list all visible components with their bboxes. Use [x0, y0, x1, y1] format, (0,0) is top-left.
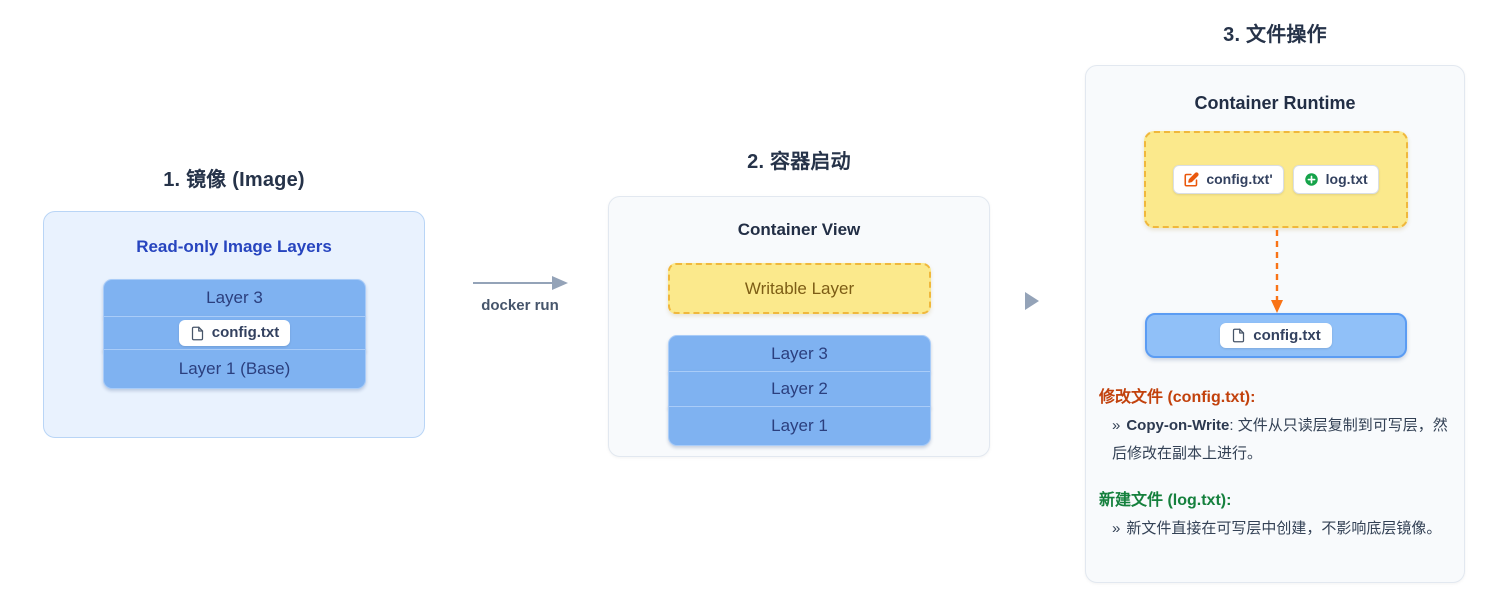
container-view-card: Container View Writable Layer Layer 3 La… [608, 196, 990, 457]
container-layer-3: Layer 3 [668, 335, 931, 372]
container-layer-2: Layer 2 [668, 370, 931, 408]
image-layer-2: config.txt [103, 315, 366, 351]
writable-layer-box: Writable Layer [668, 263, 931, 314]
create-body-text: 新文件直接在可写层中创建，不影响底层镜像。 [1126, 520, 1442, 537]
modify-marker: » [1112, 417, 1121, 434]
image-layer-3: Layer 3 [103, 279, 366, 317]
create-marker: » [1112, 520, 1121, 537]
base-config-file-label: config.txt [1253, 326, 1321, 344]
docker-run-label: docker run [481, 297, 559, 314]
panel-container-start-title: 2. 容器启动 [747, 151, 851, 173]
create-file-heading: 新建文件 (log.txt): [1099, 492, 1232, 509]
copy-on-write-arrow-icon [1271, 230, 1283, 313]
modify-body-text: : 文件从只读层复制到可写层，然后修改在副本上进行。 [1112, 417, 1448, 462]
base-config-layer-box: config.txt [1145, 313, 1407, 358]
modify-file-description: » Copy-on-Write: 文件从只读层复制到可写层，然后修改在副本上进行。 [1099, 412, 1448, 468]
config-file-badge: config.txt [178, 320, 291, 346]
document-icon [1233, 328, 1245, 343]
modified-file-badge: config.txt' [1173, 165, 1284, 194]
image-layers-card: Read-only Image Layers Layer 3 config.tx… [43, 211, 425, 438]
new-file-label: log.txt [1325, 171, 1368, 188]
plus-circle-icon [1304, 173, 1318, 186]
panel-separator-triangle-icon [1025, 292, 1039, 310]
container-view-heading: Container View [737, 220, 861, 239]
document-icon [191, 326, 203, 340]
readonly-layers-heading: Read-only Image Layers [136, 237, 332, 256]
container-runtime-heading: Container Runtime [1194, 93, 1356, 113]
modified-file-label: config.txt' [1206, 171, 1273, 188]
panel-image-title: 1. 镜像 (Image) [163, 169, 305, 191]
panel-file-ops-title: 3. 文件操作 [1223, 24, 1327, 46]
config-file-label: config.txt [211, 324, 280, 342]
container-runtime-card: Container Runtime config.txt' log.txt co… [1085, 65, 1465, 583]
new-file-badge: log.txt [1292, 165, 1379, 194]
container-layer-1: Layer 1 [668, 406, 931, 446]
image-layer-stack: Layer 3 config.txt Layer 1 (Base) [103, 279, 366, 389]
copy-on-write-term: Copy-on-Write [1126, 417, 1230, 434]
container-layer-stack: Layer 3 Layer 2 Layer 1 [668, 335, 931, 446]
image-layer-1-base: Layer 1 (Base) [103, 349, 366, 389]
create-file-description: » 新文件直接在可写层中创建，不影响底层镜像。 [1099, 515, 1448, 543]
docker-run-arrow-icon [473, 276, 568, 290]
base-config-file-badge: config.txt [1220, 322, 1332, 349]
edit-icon [1184, 172, 1199, 187]
modify-file-heading: 修改文件 (config.txt): [1099, 389, 1256, 406]
runtime-writable-layer-box: config.txt' log.txt [1144, 131, 1408, 228]
